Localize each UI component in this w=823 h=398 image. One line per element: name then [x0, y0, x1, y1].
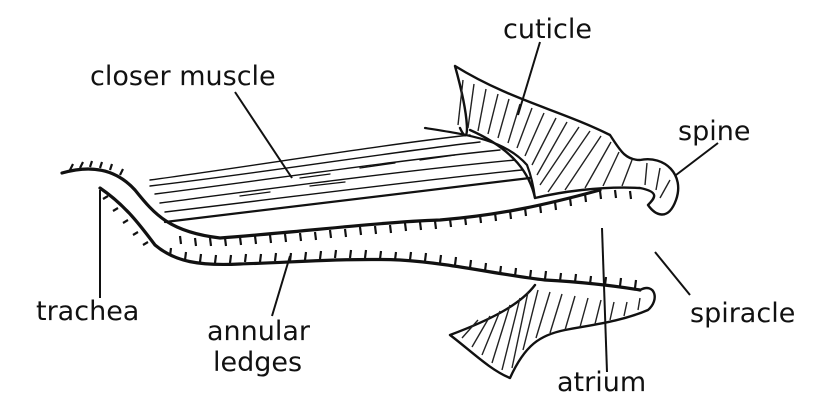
lower-cuticle-hatching — [462, 290, 640, 370]
label-spiracle: spiracle — [690, 298, 795, 329]
leader-annular-ledges — [272, 256, 290, 316]
leader-closer-muscle — [235, 92, 292, 178]
closer-muscle-fibers — [150, 135, 530, 222]
trachea-walls — [62, 169, 640, 290]
leader-spiracle — [655, 252, 690, 295]
label-trachea: trachea — [36, 296, 139, 327]
leader-spine — [676, 143, 718, 175]
label-ledges: ledges — [213, 347, 302, 378]
label-closer-muscle: closer muscle — [90, 61, 276, 92]
label-annular: annular — [207, 316, 311, 347]
leader-atrium — [602, 228, 607, 372]
label-spine: spine — [678, 116, 750, 147]
label-atrium: atrium — [557, 367, 646, 398]
upper-cuticle-plate — [425, 66, 678, 215]
label-cuticle: cuticle — [503, 14, 592, 45]
